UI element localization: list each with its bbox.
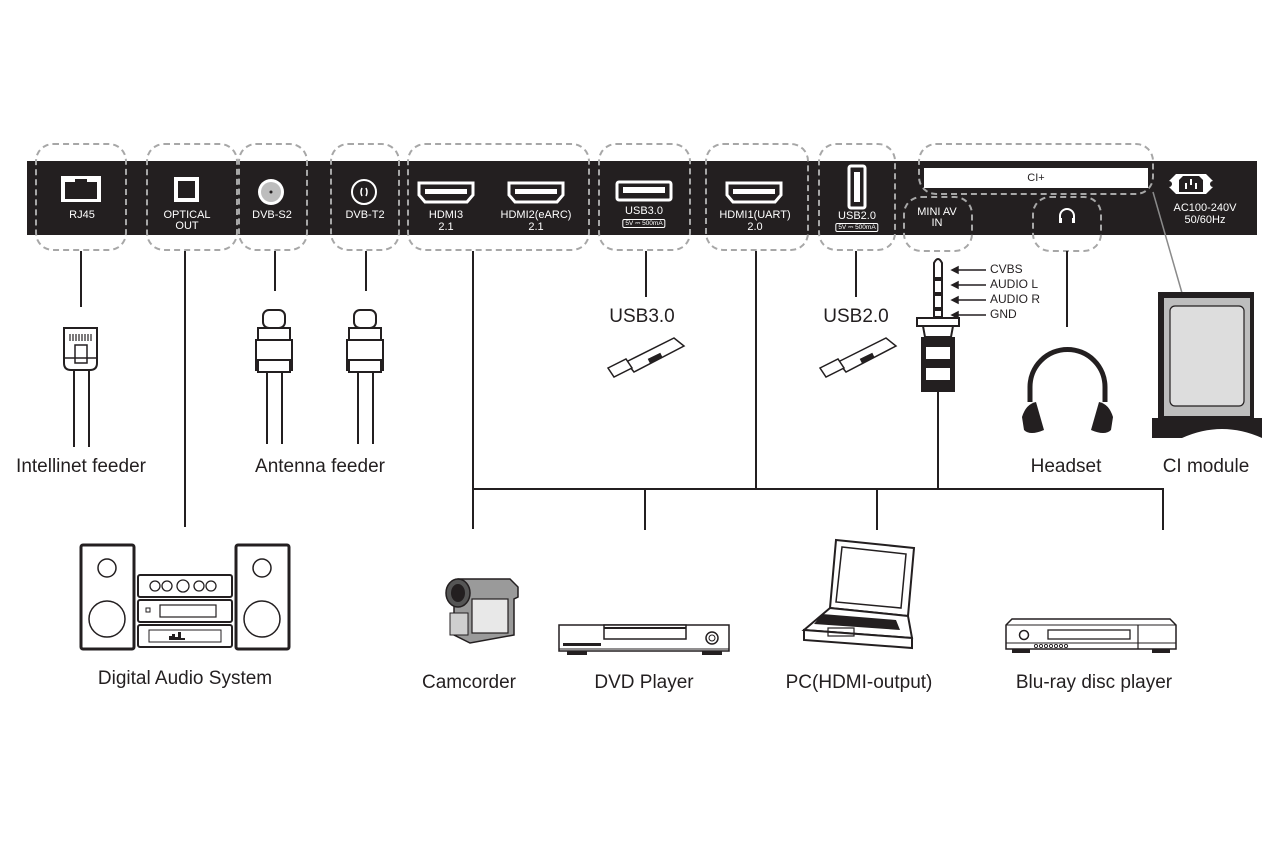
mini-av-label-line2: IN (931, 217, 943, 229)
antenna-plug-t2-icon (346, 309, 384, 444)
dvb-t2-connector-line (365, 251, 367, 291)
bluray-player-label: Blu-ray disc player (1015, 672, 1173, 693)
usb3-device-label: USB3.0 (609, 306, 675, 327)
dvb-s2-highlight (238, 143, 308, 251)
usb2-port-icon (847, 164, 867, 210)
headset-label: Headset (1030, 456, 1102, 477)
pin-label-audio-r: AUDIO R (990, 292, 1041, 306)
bluray-drop-line (1162, 488, 1164, 530)
hdmi3-connector-line (472, 251, 474, 529)
camcorder-icon (445, 578, 519, 644)
headset-icon (1022, 347, 1113, 433)
hdmi1-highlight (705, 143, 809, 251)
dvd-drop-line (644, 488, 646, 530)
digital-audio-system-label: Digital Audio System (97, 668, 273, 689)
headphone-connector-line (1066, 251, 1068, 327)
hdmi2-label-line2: 2.1 (528, 221, 544, 233)
hdmi1-port-icon (725, 181, 783, 204)
usb2-stick-icon (818, 337, 898, 378)
antenna-feeder-label: Antenna feeder (255, 456, 385, 477)
optical-connector-line (184, 251, 186, 527)
usb3-port-icon (615, 180, 673, 202)
pc-drop-line (876, 488, 878, 530)
mini-av-label-line1: MINI AV (917, 206, 957, 218)
hdmi1-connector-line (755, 251, 757, 489)
dvb-s2-connector-line (274, 251, 276, 291)
hdmi3-port-icon (417, 181, 475, 204)
optical-highlight (146, 143, 238, 251)
usb3-power-spec: 5V ⎓ 500mA (622, 219, 666, 228)
usb2-label: USB2.0 (838, 210, 876, 222)
usb2-highlight (818, 143, 896, 251)
usb2-connector-line (855, 251, 857, 297)
optical-label-line2: OUT (175, 220, 199, 232)
ci-slot-label: CI+ (1027, 172, 1045, 184)
intellinet-feeder-label: Intellinet feeder (16, 456, 146, 477)
ci-module-label: CI module (1162, 456, 1250, 477)
dvb-t2-label: DVB-T2 (345, 209, 385, 221)
dvb-s2-label: DVB-S2 (252, 209, 292, 221)
hdmi1-label-line2: 2.0 (747, 221, 763, 233)
ci-module-icon (1152, 292, 1262, 438)
usb2-device-label: USB2.0 (823, 306, 889, 327)
mini-av-pin-arrows (950, 265, 986, 320)
ci-slot-icon (924, 168, 1148, 188)
dvb-t2-highlight (330, 143, 400, 251)
usb3-label: USB3.0 (625, 205, 663, 217)
rj45-port-icon (61, 176, 101, 202)
camcorder-label: Camcorder (422, 672, 516, 693)
pin-label-cvbs: CVBS (990, 262, 1023, 276)
mini-av-jack-icon (916, 258, 960, 392)
pin-label-gnd: GND (990, 307, 1017, 321)
digital-audio-system-icon (79, 543, 291, 651)
headphones-icon (1059, 208, 1075, 223)
hdmi3-label-line2: 2.1 (438, 221, 454, 233)
pin-label-audio-l: AUDIO L (990, 277, 1039, 291)
pc-laptop-icon (801, 538, 916, 650)
hdmi2-label-line1: HDMI2(eARC) (500, 209, 572, 221)
hdmi2-port-icon (507, 181, 565, 204)
rj45-connector-line (80, 251, 82, 307)
dvb-s2-port-icon (258, 179, 284, 205)
antenna-plug-s2-icon (255, 309, 293, 444)
hdmi3-hdmi2-highlight (407, 143, 590, 251)
rj45-highlight (35, 143, 127, 251)
power-label-line1: AC100-240V (1173, 202, 1237, 214)
dvb-t2-port-icon (351, 179, 377, 205)
hdmi1-label-line1: HDMI1(UART) (719, 209, 791, 221)
hdmi-bus-horizontal (472, 488, 1164, 490)
rj45-plug-icon (63, 327, 98, 447)
usb3-highlight (598, 143, 691, 251)
optical-label-line1: OPTICAL (163, 209, 211, 221)
optical-port-icon (174, 177, 199, 202)
dvd-player-icon (558, 624, 730, 655)
power-label-line2: 50/60Hz (1184, 214, 1226, 226)
usb2-power-spec: 5V ⎓ 500mA (835, 223, 879, 232)
ci-slot-highlight (918, 143, 1154, 195)
hdmi3-label-line1: HDMI3 (428, 209, 464, 221)
mini-av-connector-line (937, 392, 939, 489)
power-socket-icon (1166, 174, 1216, 194)
usb3-stick-icon (606, 337, 686, 378)
pc-hdmi-output-label: PC(HDMI-output) (785, 672, 933, 693)
bluray-player-icon (1005, 618, 1177, 653)
dvd-player-label: DVD Player (594, 672, 694, 693)
usb3-connector-line (645, 251, 647, 297)
rj45-label: RJ45 (69, 209, 95, 221)
mini-av-highlight (903, 196, 973, 252)
